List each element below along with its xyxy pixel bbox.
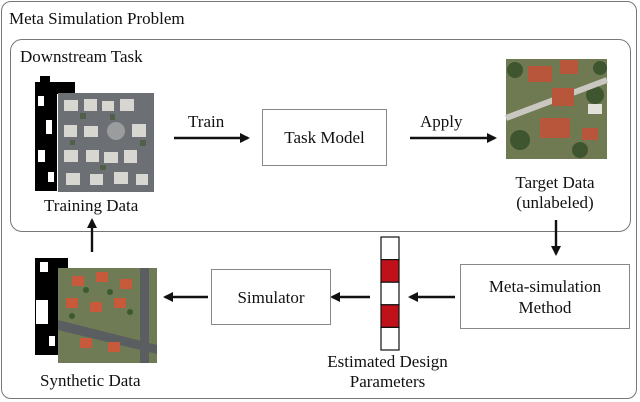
target-data-label: Target Data (unlabeled) xyxy=(490,173,620,213)
target-data-label-line2: (unlabeled) xyxy=(516,193,594,212)
target-data-label-line1: Target Data xyxy=(515,173,595,192)
meta-method-label-line2: Method xyxy=(518,297,572,317)
meta-method-label-line1: Meta-simulation xyxy=(488,276,602,296)
synthetic-data-label: Synthetic Data xyxy=(40,371,141,390)
training-data-label: Training Data xyxy=(44,196,139,215)
parameter-cell-empty xyxy=(380,326,400,351)
downstream-task-frame xyxy=(10,39,631,232)
outer-title: Meta Simulation Problem xyxy=(9,9,185,28)
task-model-box: Task Model xyxy=(262,109,387,166)
estimated-parameters-line1: Estimated Design xyxy=(327,352,448,371)
simulator-label: Simulator xyxy=(237,287,305,307)
task-model-label: Task Model xyxy=(284,128,365,147)
train-label: Train xyxy=(188,112,225,131)
inner-title: Downstream Task xyxy=(20,47,143,66)
apply-label: Apply xyxy=(420,112,463,131)
simulator-box: Simulator xyxy=(211,269,331,325)
estimated-parameters-label: Estimated Design Parameters xyxy=(305,352,470,392)
estimated-parameters-line2: Parameters xyxy=(349,372,426,391)
meta-simulation-method-box: Meta-simulation Method xyxy=(460,264,630,329)
